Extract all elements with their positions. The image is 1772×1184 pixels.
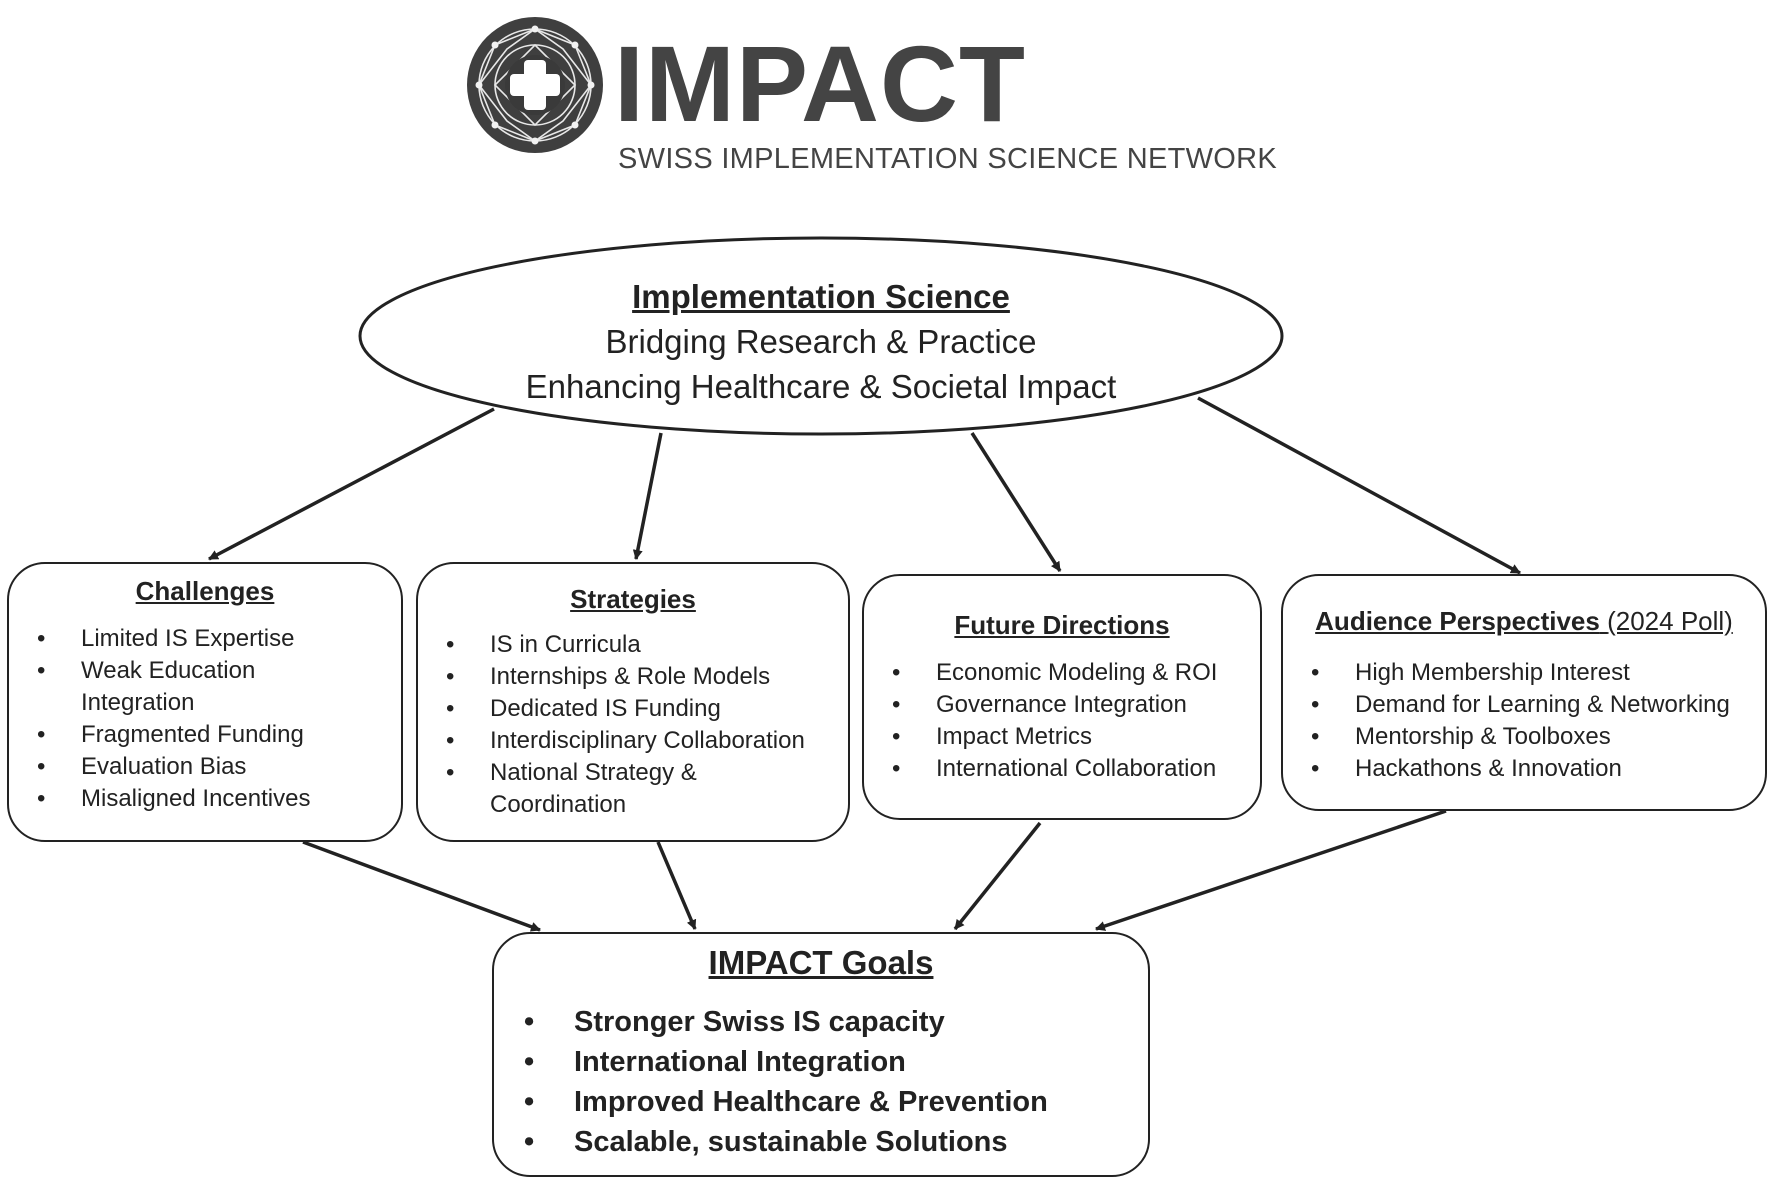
list-item: International Collaboration: [864, 753, 1260, 785]
arrow-challenges-to-goals: [302, 840, 541, 932]
goal-item: International Integration: [494, 1042, 1148, 1082]
list-item: Internships & Role Models: [418, 661, 848, 693]
arrow-future-to-goals: [953, 821, 1042, 931]
logo-emblem: [467, 17, 603, 153]
list-item: Dedicated IS Funding: [418, 693, 848, 725]
center-node-text: Implementation Science Bridging Research…: [359, 274, 1283, 409]
box-title: Strategies: [570, 584, 696, 614]
box-title-main: Audience Perspectives: [1315, 606, 1600, 636]
arrow-strategies-to-goals: [656, 841, 697, 930]
box-title: Future Directions: [954, 610, 1170, 640]
strategies-box: Strategies IS in Curricula Internships &…: [416, 562, 850, 842]
list-item: Fragmented Funding: [9, 719, 401, 751]
arrow-to-strategies: [632, 432, 663, 560]
box-title: Audience Perspectives (2024 Poll): [1283, 606, 1765, 637]
list-item: Governance Integration: [864, 689, 1260, 721]
center-line: Bridging Research & Practice: [605, 323, 1037, 360]
list-item: Economic Modeling & ROI: [864, 657, 1260, 689]
center-line: Enhancing Healthcare & Societal Impact: [525, 368, 1117, 405]
list-item: Hackathons & Innovation: [1283, 753, 1765, 785]
center-ellipse: [358, 236, 1284, 436]
list-item: Misaligned Incentives: [9, 783, 401, 815]
audience-perspectives-box: Audience Perspectives (2024 Poll) High M…: [1281, 574, 1767, 811]
goal-item: Improved Healthcare & Prevention: [494, 1082, 1148, 1122]
list-item: Interdisciplinary Collaboration: [418, 725, 848, 757]
logo-wordmark: IMPACT: [614, 23, 1026, 144]
goal-item: Stronger Swiss IS capacity: [494, 1002, 1148, 1042]
arrow-to-challenges: [208, 407, 495, 561]
arrow-to-future: [970, 432, 1062, 572]
list-item: Demand for Learning & Networking: [1283, 689, 1765, 721]
list-item: Impact Metrics: [864, 721, 1260, 753]
box-title-suffix: (2024 Poll): [1607, 606, 1733, 636]
center-title: Implementation Science: [632, 278, 1010, 315]
list-item: Limited IS Expertise: [9, 623, 401, 655]
list-item: High Membership Interest: [1283, 657, 1765, 689]
box-title: IMPACT Goals: [708, 944, 934, 981]
arrow-audience-to-goals: [1095, 809, 1447, 931]
box-title: Challenges: [135, 576, 275, 606]
future-directions-box: Future Directions Economic Modeling & RO…: [862, 574, 1262, 820]
impact-goals-box: IMPACT Goals Stronger Swiss IS capacity …: [492, 932, 1150, 1177]
goal-item: Scalable, sustainable Solutions: [494, 1122, 1148, 1162]
arrow-to-audience: [1197, 396, 1521, 575]
list-item: Evaluation Bias: [9, 751, 401, 783]
list-item: National Strategy & Coordination: [418, 757, 710, 821]
logo-subtitle: SWISS IMPLEMENTATION SCIENCE NETWORK: [618, 143, 1278, 175]
list-item: Weak Education Integration: [9, 655, 271, 719]
list-item: Mentorship & Toolboxes: [1283, 721, 1765, 753]
challenges-box: Challenges Limited IS Expertise Weak Edu…: [7, 562, 403, 842]
list-item: IS in Curricula: [418, 629, 848, 661]
